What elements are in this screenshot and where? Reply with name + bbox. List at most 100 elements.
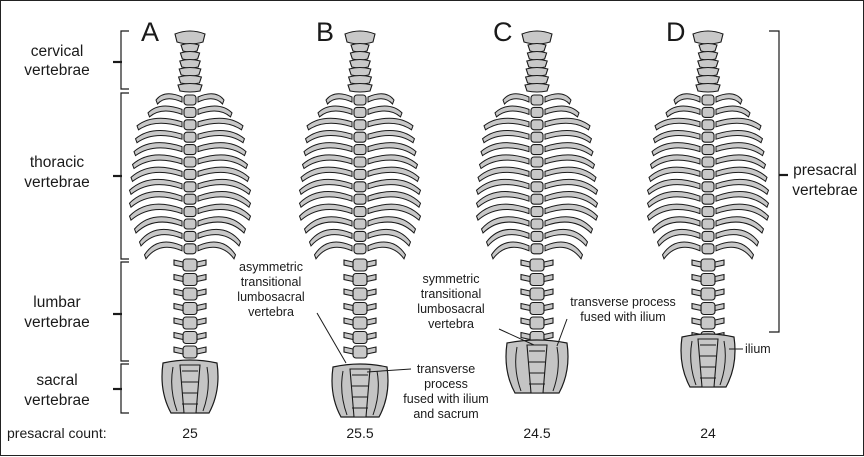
skeleton-a-rib-r — [198, 242, 236, 259]
fused-b-line-2: process — [424, 377, 468, 391]
fused-c-line-2: fused with ilium — [580, 310, 665, 324]
skeleton-a-thoracic-vertebra — [184, 132, 196, 142]
skeleton-d-thoracic-vertebra — [702, 132, 714, 142]
skeleton-a-cervical-vertebra — [180, 60, 200, 69]
skeleton-a-thoracic-vertebra — [184, 95, 196, 105]
skeleton-b-lumbar-vertebra — [353, 332, 367, 344]
thoracic-bracket — [121, 93, 129, 259]
skeleton-d-thoracic-vertebra — [702, 244, 714, 254]
skeleton-b-thoracic-vertebra — [354, 107, 366, 117]
ilium-label: ilium — [745, 342, 771, 356]
skeleton-b-rib-l — [315, 242, 353, 259]
presacral-bracket — [769, 31, 779, 332]
skeleton-b-transverse-process-r — [367, 347, 376, 354]
skeleton-b-lumbar-vertebra — [353, 274, 367, 286]
skeleton-b-rib-l — [304, 143, 352, 156]
thoracic-label-1: thoracic — [30, 154, 85, 171]
skeleton-a-transverse-process-r — [197, 304, 206, 311]
skeleton-b-rib-l — [303, 155, 353, 169]
skeleton-b-transverse-process-r — [367, 275, 376, 282]
count-a: 25 — [182, 425, 198, 441]
skeleton-d-rib-l — [655, 118, 700, 130]
skeleton-a-transverse-process-l — [174, 318, 183, 325]
skeleton-c-cervical-vertebra — [527, 60, 547, 69]
count-b: 25.5 — [346, 425, 373, 441]
skeleton-b-cervical-vertebra — [350, 60, 370, 69]
skeleton-c-transverse-process-l — [521, 318, 530, 325]
skeleton-b-lumbar-vertebra — [353, 317, 367, 329]
skeleton-a — [130, 31, 251, 413]
skeleton-b-rib-l — [306, 130, 353, 142]
skeleton-d-cervical-vertebra — [697, 68, 719, 77]
skeleton-b-transverse-process-l — [344, 275, 353, 282]
skeleton-c-lumbar-vertebra — [530, 303, 544, 315]
skeleton-a-rib-r — [198, 94, 224, 104]
skeleton-d-thoracic-vertebra — [702, 194, 714, 204]
skeleton-a-thoracic-vertebra — [184, 182, 196, 192]
symmetric-line-2: transitional — [421, 287, 481, 301]
skeleton-b-thoracic-vertebra — [354, 182, 366, 192]
skeleton-c-thoracic-vertebra — [531, 95, 543, 105]
skeleton-c-transverse-process-r — [544, 275, 553, 282]
skeleton-a-cervical-vertebra — [181, 44, 199, 53]
skeleton-c-thoracic-vertebra — [531, 231, 543, 241]
skeleton-a-lumbar-vertebra — [183, 317, 197, 329]
skeleton-d-transverse-process-l — [692, 304, 701, 311]
skeleton-b-thoracic-vertebra — [354, 194, 366, 204]
skeleton-d-rib-r — [716, 130, 763, 142]
skeleton-a-transverse-process-r — [197, 347, 206, 354]
skeleton-c-lumbar-vertebra — [530, 259, 544, 271]
skeleton-b-rib-r — [368, 118, 413, 130]
skeleton-d-lumbar-vertebra — [701, 317, 715, 329]
panel-letter-a: A — [141, 17, 159, 47]
skeleton-a-rib-r — [198, 118, 243, 130]
skeleton-c-rib-r — [545, 242, 583, 259]
skeleton-b-rib-r — [368, 143, 416, 156]
skeleton-b-atlas — [345, 31, 375, 44]
skeleton-d-thoracic-vertebra — [702, 95, 714, 105]
skeleton-a-cervical-vertebra — [179, 76, 202, 85]
skeleton-c-transverse-process-r — [544, 304, 553, 311]
skeleton-c-cervical-vertebra — [526, 76, 549, 85]
skeleton-b-thoracic-vertebra — [354, 219, 366, 229]
asymmetric-line-1: asymmetric — [239, 260, 303, 274]
panel-letter-c: C — [493, 17, 513, 47]
skeleton-c-transverse-process-l — [521, 304, 530, 311]
skeleton-c-transverse-process-l — [521, 289, 530, 296]
skeleton-d-lumbar-vertebra — [701, 274, 715, 286]
symmetric-line-4: vertebra — [428, 317, 474, 331]
skeleton-d-cervical-vertebra — [698, 60, 718, 69]
panel-letter-d: D — [666, 17, 686, 47]
skeleton-a-rib-l — [134, 143, 182, 156]
symmetric-line-3: lumbosacral — [417, 302, 484, 316]
skeleton-d-sacrum — [698, 339, 718, 387]
skeleton-c — [477, 31, 598, 393]
sacral-label-2: vertebrae — [24, 392, 89, 409]
skeleton-d-rib-l — [674, 94, 700, 104]
skeleton-a-lumbar-vertebra — [183, 274, 197, 286]
skeleton-d-lumbar-vertebra — [701, 288, 715, 300]
skeleton-a-thoracic-vertebra — [184, 219, 196, 229]
skeleton-c-cervical-vertebra — [526, 68, 548, 77]
skeleton-a-transverse-process-l — [174, 333, 183, 340]
skeleton-a-thoracic-vertebra — [184, 107, 196, 117]
skeleton-c-rib-r — [545, 118, 590, 130]
skeleton-a-transverse-process-l — [174, 289, 183, 296]
skeleton-a-rib-l — [137, 118, 182, 130]
asymmetric-annotation: asymmetric transitional lumbosacral vert… — [237, 260, 304, 319]
skeleton-b-rib-l — [326, 94, 352, 104]
skeleton-a-atlas — [175, 31, 205, 44]
skeleton-a-cervical-vertebra — [179, 68, 201, 77]
skeleton-d-rib-r — [716, 118, 761, 130]
skeleton-d-thoracic-vertebra — [702, 157, 714, 167]
skeleton-c-rib-l — [492, 242, 530, 259]
skeleton-b-rib-r — [368, 242, 406, 259]
skeleton-b-lumbar-vertebra — [353, 346, 367, 358]
skeleton-c-transverse-process-r — [544, 260, 553, 267]
skeleton-a-thoracic-vertebra — [184, 244, 196, 254]
skeleton-d-thoracic-vertebra — [702, 120, 714, 130]
skeleton-c-cervical-vertebra — [525, 84, 549, 93]
skeleton-b-transverse-process-l — [344, 333, 353, 340]
skeleton-a-rib-r — [198, 106, 232, 117]
